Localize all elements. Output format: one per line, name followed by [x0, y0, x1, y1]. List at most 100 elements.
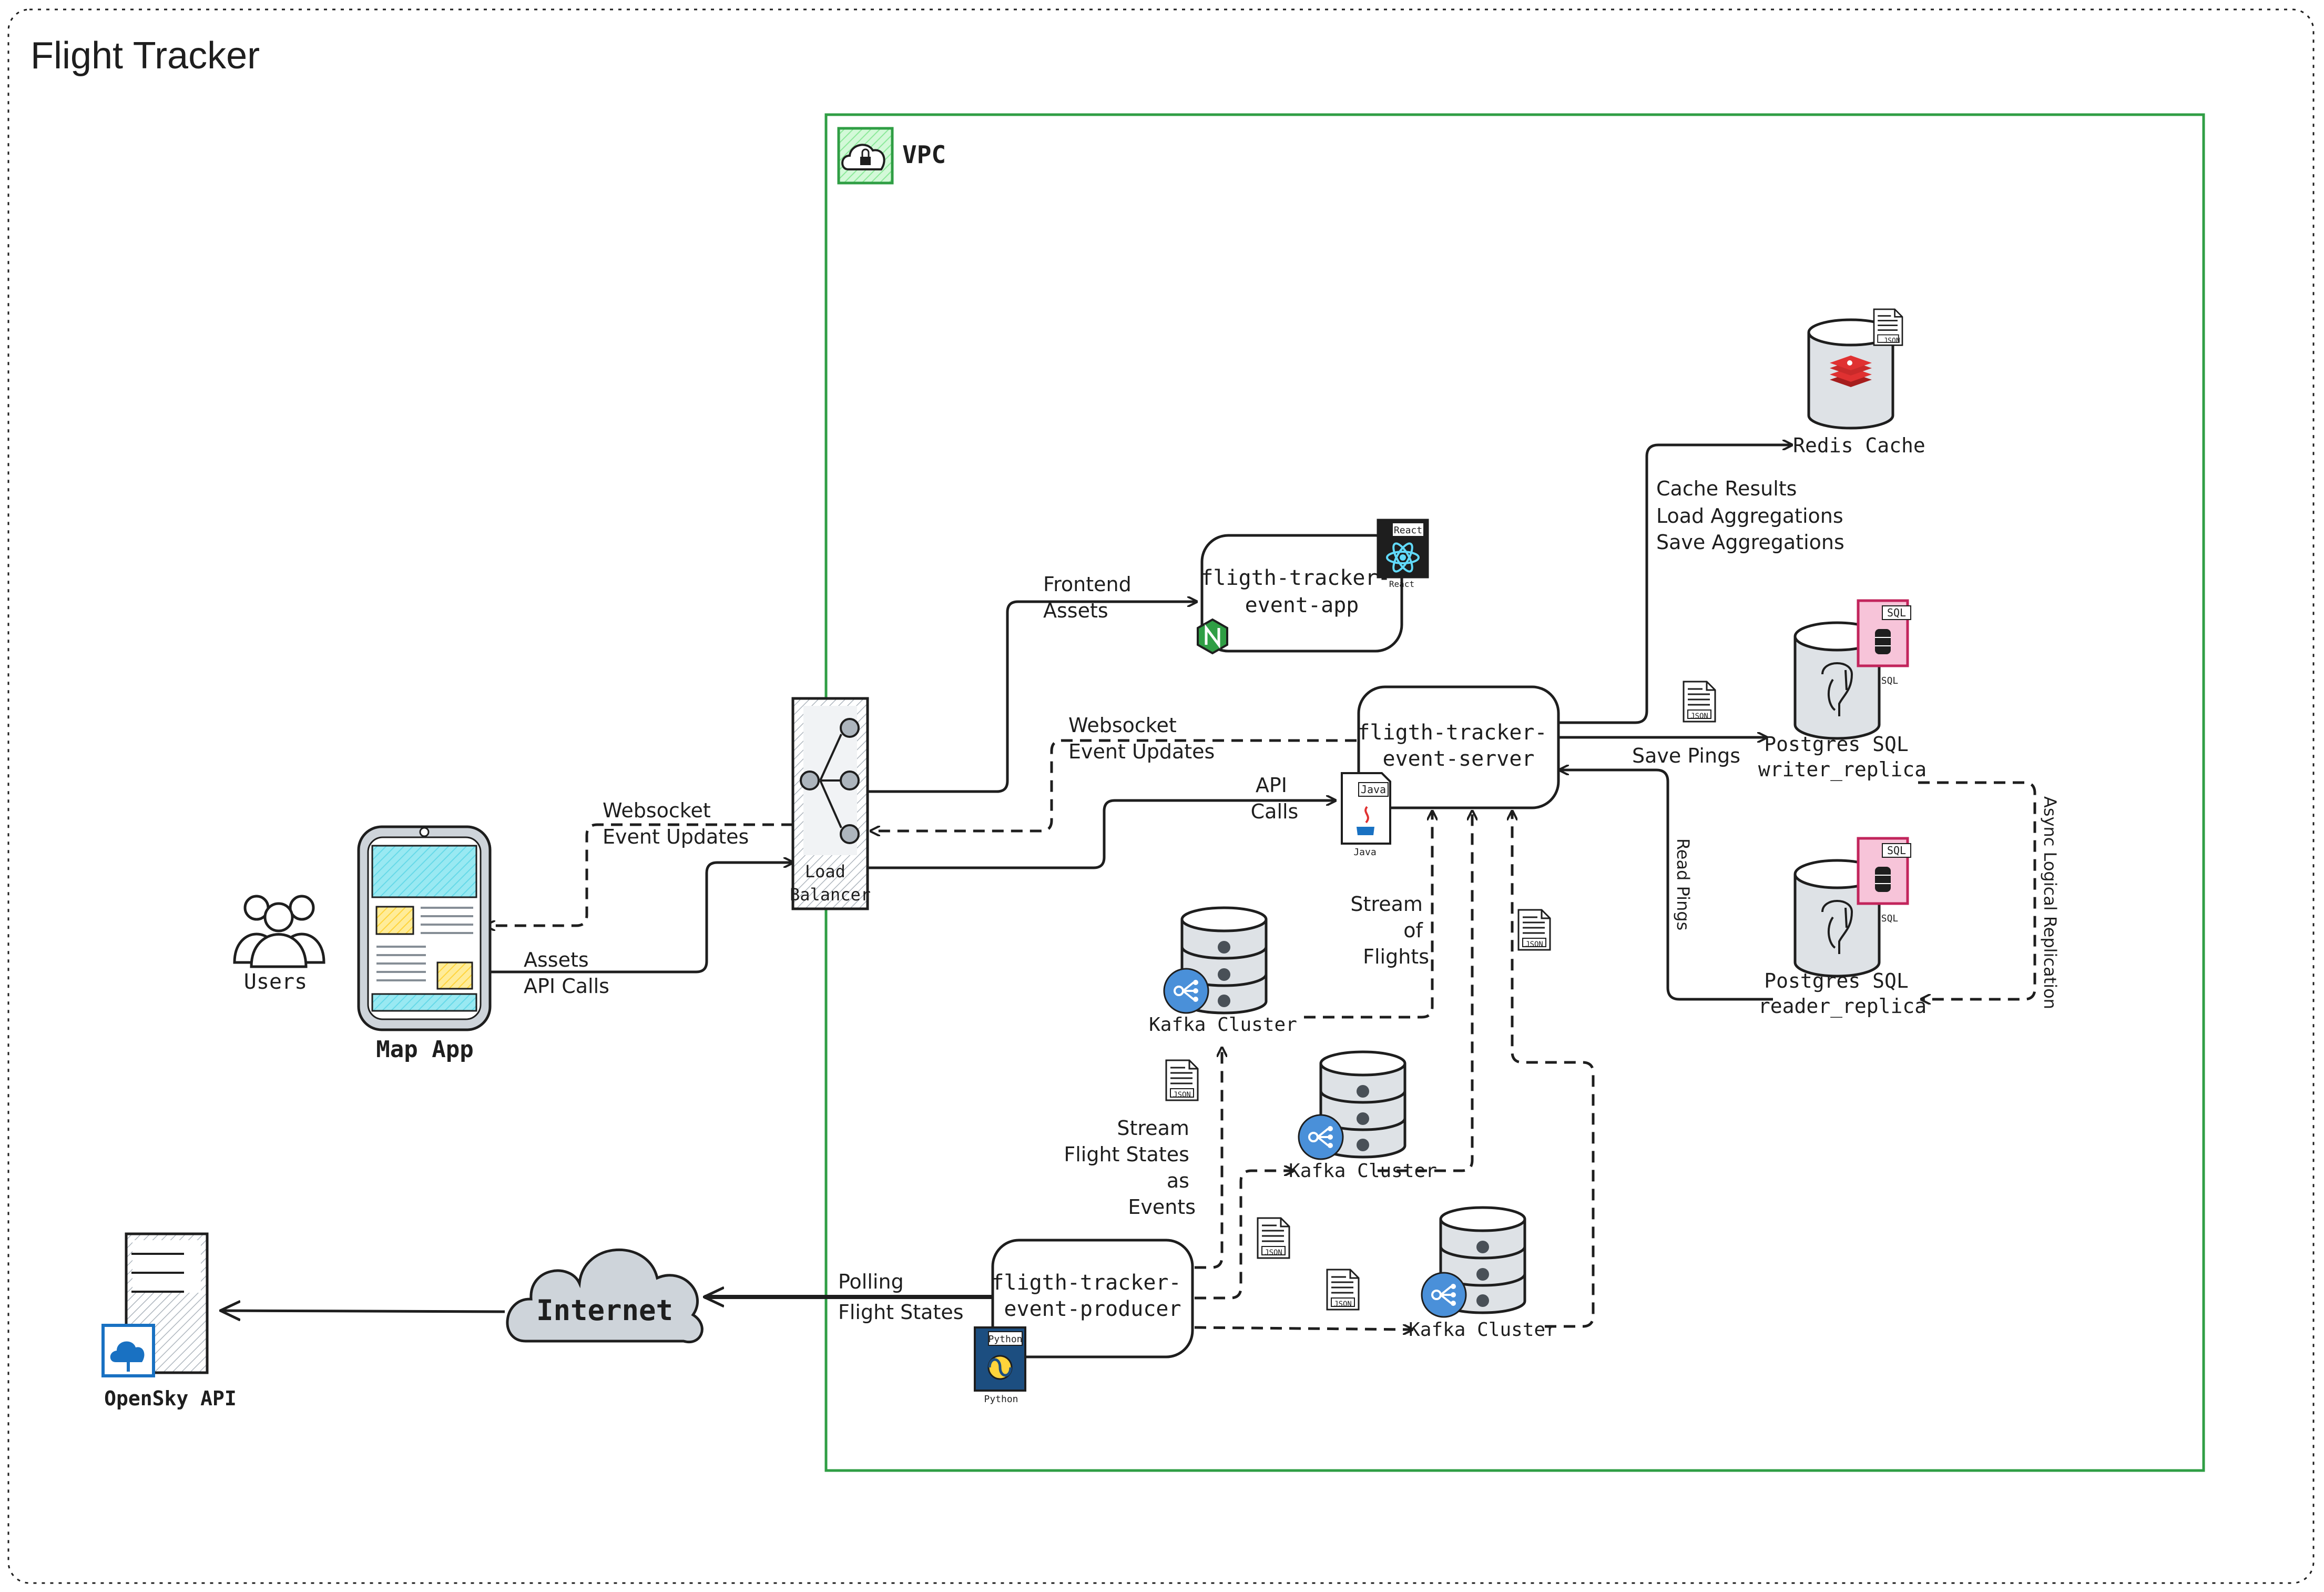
- lb-label-line2: Balancer: [790, 885, 871, 905]
- page-title: Flight Tracker: [30, 35, 260, 77]
- svg-text:JSON: JSON: [1265, 1249, 1282, 1257]
- svg-text:fligth-tracker- event-ap: fligth-tracker- event-app: [1200, 566, 1403, 617]
- svg-text:JSON: JSON: [1883, 337, 1900, 345]
- edge-internet-opensky: [221, 1311, 505, 1312]
- pg-writer-label: Postgres SQL writer_replica: [1758, 733, 1927, 782]
- json-doc-icon: JSON: [1883, 337, 1900, 345]
- event-server-node[interactable]: fligth-tracker- event-server: [1357, 685, 1560, 809]
- event-app-line2: event-app: [1245, 593, 1359, 617]
- svg-text:fligth-tracker- event-se: fligth-tracker- event-server: [1357, 721, 1559, 771]
- save-pings-label: Save Pings: [1632, 744, 1740, 767]
- pg-writer-line1: Postgres SQL: [1764, 733, 1909, 756]
- edges: [221, 445, 2036, 1330]
- pg-reader-node[interactable]: SQL SQL: [1795, 837, 1911, 976]
- load-balancer[interactable]: [791, 697, 869, 910]
- sql-badge-writer-top: SQL: [1887, 606, 1906, 619]
- kafka-1-label: Kafka Cluster: [1149, 1014, 1297, 1036]
- edge-producer-kafka3: [1194, 1327, 1412, 1330]
- kafka-cluster-2[interactable]: [1298, 1052, 1405, 1160]
- edge-cache: [1559, 445, 1792, 724]
- event-server-line1: fligth-tracker-: [1357, 721, 1547, 745]
- event-app-line1: fligth-tracker-: [1200, 566, 1390, 590]
- pg-writer-node[interactable]: SQL SQL: [1795, 599, 1911, 738]
- api-calls-label: API Calls: [1251, 774, 1299, 823]
- lb-label: Load Balancer: [790, 861, 871, 905]
- lb-label-line1: Load: [805, 861, 845, 881]
- stream-states-label: Stream Flight States as Events: [1064, 1117, 1196, 1219]
- vpc-icon: [837, 127, 894, 185]
- java-badge-top: Java: [1361, 783, 1386, 796]
- assets-api-label: Assets API Calls: [524, 948, 609, 998]
- svg-text:JSON: JSON: [1334, 1300, 1352, 1309]
- sql-badge-writer-bottom: SQL: [1881, 675, 1899, 686]
- python-icon: Python Python: [974, 1326, 1026, 1405]
- event-app-node[interactable]: fligth-tracker- event-app: [1200, 534, 1403, 653]
- stream-flights-label: Stream of Flights: [1350, 893, 1429, 968]
- react-icon: React React: [1377, 519, 1429, 589]
- edge-frontend-assets: [869, 602, 1197, 793]
- edge-read-pings: [1559, 770, 1773, 1001]
- event-producer-line2: event-producer: [1004, 1297, 1181, 1321]
- nginx-icon: [1197, 618, 1228, 655]
- vpc-label: VPC: [902, 140, 946, 169]
- java-icon: Java Java: [1341, 772, 1391, 858]
- edge-stream-states: [1195, 1048, 1222, 1269]
- opensky-cloud-icon: [101, 1324, 155, 1377]
- map-app-phone[interactable]: [357, 825, 492, 1031]
- redis-label: Redis Cache: [1793, 434, 1925, 457]
- json-doc-icon: JSON: [1517, 909, 1551, 951]
- json-doc-icon: JSON: [1257, 1217, 1290, 1259]
- users-label: Users: [244, 970, 307, 994]
- edge-producer-kafka2: [1195, 1171, 1293, 1300]
- sql-badge-reader-bottom: SQL: [1881, 913, 1899, 924]
- kafka-2-label: Kafka Cluster: [1289, 1160, 1437, 1182]
- edge-async-repl: [1918, 781, 2036, 999]
- sql-badge-writer: SQL: [1857, 599, 1911, 667]
- json-doc-icon: JSON: [1165, 1059, 1199, 1101]
- svg-text:JSON: JSON: [1173, 1091, 1191, 1099]
- ws-server-lb-label: Websocket Event Updates: [1068, 714, 1215, 763]
- cache-label: Cache Results Load Aggregations Save Agg…: [1656, 477, 1850, 554]
- json-doc-icons: JSON JSON JSON JSON JSON JSON: [1165, 337, 1900, 1311]
- edge-stream-flights: [1304, 811, 1432, 1019]
- edge-kafka3-server: [1512, 811, 1595, 1328]
- pg-writer-line2: writer_replica: [1758, 758, 1927, 782]
- read-pings-label: Read Pings: [1673, 838, 1693, 930]
- svg-text:JSON: JSON: [1525, 940, 1543, 949]
- json-doc-icon: JSON: [1683, 681, 1716, 723]
- kafka-3-label: Kafka Cluster: [1409, 1319, 1557, 1341]
- async-repl-label: Async Logical Replication: [2040, 796, 2060, 1009]
- react-badge-bottom: React: [1389, 579, 1414, 589]
- pg-reader-line2: reader_replica: [1758, 995, 1927, 1018]
- redis-icon: [1830, 356, 1872, 387]
- event-server-line2: event-server: [1383, 747, 1535, 771]
- redis-node[interactable]: [1807, 308, 1903, 430]
- pg-reader-line1: Postgres SQL: [1764, 969, 1909, 992]
- event-producer-line1: fligth-tracker-: [991, 1271, 1181, 1295]
- opensky-server[interactable]: [101, 1232, 209, 1377]
- edge-ws-lb-map: [486, 823, 793, 926]
- edge-api-calls: [869, 800, 1336, 869]
- opensky-label: OpenSky API: [104, 1387, 237, 1410]
- internet-cloud[interactable]: [506, 1248, 704, 1344]
- internet-label: Internet: [536, 1294, 673, 1327]
- json-doc-icon: JSON: [1326, 1269, 1360, 1311]
- edge-kafka2-server: [1378, 811, 1472, 1172]
- frontend-assets-label: Frontend Assets: [1043, 573, 1138, 622]
- python-badge-bottom: Python: [984, 1394, 1018, 1405]
- kafka-cluster-1[interactable]: [1163, 908, 1266, 1013]
- kafka-cluster-3[interactable]: [1421, 1208, 1525, 1318]
- svg-text:fligth-tracker- event-pr: fligth-tracker- event-producer: [991, 1271, 1194, 1321]
- polling-label: Polling Flight States: [838, 1270, 964, 1324]
- react-badge-top: React: [1394, 525, 1422, 536]
- event-producer-node[interactable]: fligth-tracker- event-producer: [991, 1239, 1194, 1358]
- users-icon: [233, 895, 325, 968]
- svg-text:JSON: JSON: [1690, 712, 1708, 721]
- python-badge-top: Python: [988, 1334, 1022, 1345]
- pg-reader-label: Postgres SQL reader_replica: [1758, 969, 1927, 1018]
- edge-assets-api: [484, 863, 793, 974]
- sql-badge-reader-top: SQL: [1887, 844, 1906, 857]
- canvas-frame: [7, 8, 2315, 1584]
- java-badge-bottom: Java: [1353, 847, 1376, 858]
